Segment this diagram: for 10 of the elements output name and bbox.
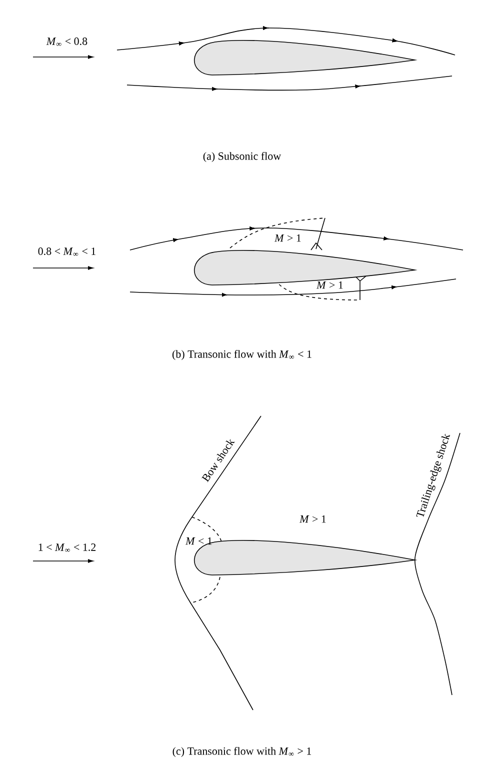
region-label: M < 1 — [185, 537, 212, 545]
region-label: M > 1 — [299, 515, 326, 523]
region-label: M > 1 — [316, 281, 343, 289]
region-label: M > 1 — [274, 234, 301, 242]
flow-label: M$_{∞}$ < 0.8 — [46, 38, 88, 46]
caption: (c) Transonic flow with M$_{∞}$ > 1 — [172, 746, 312, 758]
flow-label: 0.8 < M$_{∞}$ < 1 — [38, 248, 96, 256]
flow-label: 1 < M$_{∞}$ < 1.2 — [38, 544, 96, 552]
caption: (a) Subsonic flow — [203, 152, 282, 162]
caption: (b) Transonic flow with M$_{∞}$ < 1 — [172, 350, 312, 360]
